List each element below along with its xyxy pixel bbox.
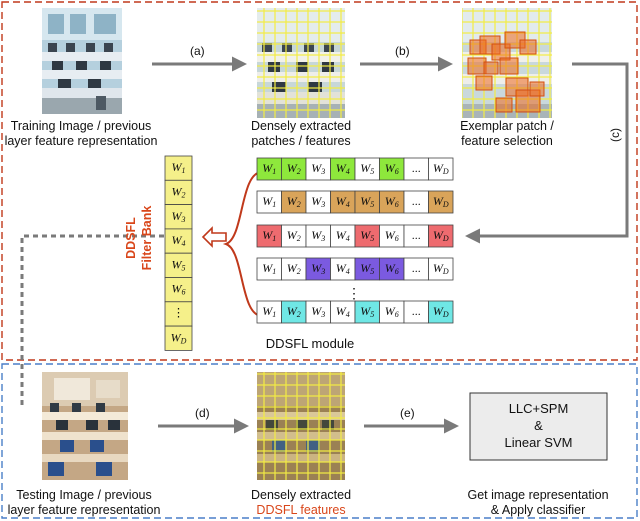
- llc-box-line3: Linear SVM: [504, 435, 573, 450]
- row-cell-label: WD: [433, 228, 449, 243]
- training-image: [42, 8, 122, 114]
- row-cell-label: W6: [385, 304, 399, 319]
- dense-patches-top: [257, 8, 345, 118]
- filter-bank-cell-label: W1: [172, 160, 186, 175]
- training-region-frame: [1, 1, 638, 361]
- row-cell-label: W5: [360, 194, 374, 209]
- llc-box-line1: LLC+SPM: [508, 401, 569, 416]
- dense-top-caption-line1: Densely extracted: [250, 119, 352, 133]
- row-cell-label: ...: [412, 194, 421, 208]
- brace: [222, 171, 263, 317]
- filter-bank-cell-label: W3: [172, 209, 186, 224]
- row-cell-label: W3: [311, 228, 325, 243]
- row-cell: [428, 157, 454, 181]
- testing-caption-line2: layer feature representation: [7, 503, 161, 517]
- rows-vertical-ellipsis: ⋮: [347, 287, 361, 302]
- classify-caption-line1: Get image representation: [467, 488, 609, 502]
- testing-image: [42, 372, 128, 480]
- filter-bank-cell-label: W4: [172, 233, 186, 248]
- filter-bank-cell-label: WD: [171, 330, 187, 345]
- row-cell-label: ...: [412, 304, 421, 318]
- exemplar-caption-line1: Exemplar patch /: [460, 119, 554, 133]
- filter-bank-cell: [164, 155, 193, 181]
- row-cell-label: WD: [433, 261, 449, 276]
- dense-features-bottom: [257, 372, 345, 480]
- row-cell: [428, 257, 454, 281]
- filter-bank-cell-label: W2: [172, 184, 186, 199]
- row-cell-label: W5: [360, 261, 374, 276]
- filter-bank-cell: [164, 277, 193, 303]
- row-cell-label: W3: [311, 161, 325, 176]
- exemplar-caption-line2: feature selection: [461, 134, 553, 148]
- dense-top-caption-line2: patches / features: [251, 134, 351, 148]
- arrow-c: [465, 62, 629, 244]
- row-cell-label: W1: [262, 228, 276, 243]
- row-cell-label: W2: [287, 228, 301, 243]
- llc-box-line2: &: [534, 418, 543, 433]
- arrow-b-label: (b): [395, 44, 410, 58]
- classify-caption-line2: & Apply classifier: [490, 503, 586, 517]
- row-cell-label: W5: [360, 228, 374, 243]
- row-cell-label: W6: [385, 194, 399, 209]
- row-cell-label: W3: [311, 304, 325, 319]
- row-cell-label: W6: [385, 161, 399, 176]
- row-cell-label: W2: [287, 304, 301, 319]
- row-cell-label: W5: [360, 304, 374, 319]
- filter-bank-cell: [164, 325, 193, 351]
- row-cell-label: W1: [262, 304, 276, 319]
- row-cell-label: W2: [287, 161, 301, 176]
- row-cell-label: W2: [287, 261, 301, 276]
- arrow-d-label: (d): [195, 406, 210, 420]
- row-cell-label: W4: [336, 261, 350, 276]
- training-caption-line2: layer feature representation: [4, 134, 158, 148]
- training-caption-line1: Training Image / previous: [10, 119, 152, 133]
- row-cell: [428, 300, 454, 324]
- row-cell-label: ...: [412, 228, 421, 242]
- outline-arrow-left: [201, 226, 227, 248]
- filter-bank-cell: [164, 204, 193, 230]
- testing-caption-line1: Testing Image / previous: [16, 488, 152, 502]
- row-cell-label: W6: [385, 228, 399, 243]
- filter-bank-connector: [20, 234, 164, 408]
- exemplar-selection: [462, 8, 552, 118]
- module-caption: DDSFL module: [265, 336, 355, 351]
- filter-bank-cell: [164, 179, 193, 206]
- arrow-e-label: (e): [400, 406, 415, 420]
- row-cell-label: W1: [262, 194, 276, 209]
- row-cell-label: W2: [287, 194, 301, 209]
- filter-bank-title-line1: DDSFL: [124, 217, 138, 259]
- row-cell-label: W3: [311, 194, 325, 209]
- filter-bank-title-line2: Filter Bank: [140, 206, 154, 271]
- row-cell: [428, 190, 454, 214]
- row-cell-label: WD: [433, 161, 449, 176]
- row-cell-label: W1: [262, 161, 276, 176]
- row-cell-label: WD: [433, 304, 449, 319]
- filter-bank-cell: [164, 228, 193, 254]
- row-cell-label: W3: [311, 261, 325, 276]
- testing-region-frame: [1, 363, 638, 519]
- filter-bank-cell-label: ⋮: [173, 306, 185, 320]
- row-cell: [428, 224, 454, 248]
- row-cell-label: ...: [412, 261, 421, 275]
- filter-bank-cell-label: W5: [172, 257, 186, 272]
- row-cell-label: WD: [433, 194, 449, 209]
- row-cell-label: W4: [336, 194, 350, 209]
- dense-bottom-caption-line2: DDSFL features: [256, 503, 346, 517]
- filter-bank-cell-label: W6: [172, 281, 186, 296]
- llc-svm-box: [469, 392, 608, 461]
- row-cell-label: W6: [385, 261, 399, 276]
- row-cell-label: W4: [336, 304, 350, 319]
- row-cell-label: W5: [360, 161, 374, 176]
- row-cell-label: W4: [336, 161, 350, 176]
- arrow-c-label: (c): [608, 128, 622, 142]
- arrow-a-label: (a): [190, 44, 205, 58]
- row-cell-label: W4: [336, 228, 350, 243]
- row-cell-label: W1: [262, 261, 276, 276]
- dense-bottom-caption-line1: Densely extracted: [250, 488, 352, 502]
- row-cell-label: ...: [412, 161, 421, 175]
